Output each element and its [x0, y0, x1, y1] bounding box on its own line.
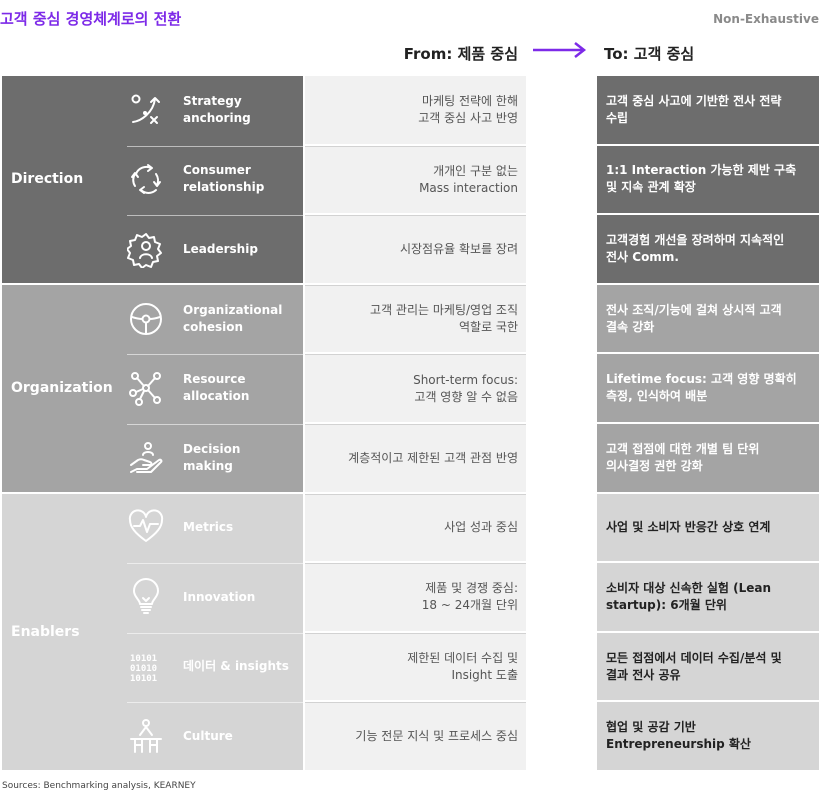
to-text: 협업 및 공감 기반 Entrepreneurship 확산	[606, 720, 751, 752]
from-cell: 기능 전문 지식 및 프로세스 중심	[305, 702, 526, 770]
group-label-organization: Organization	[11, 380, 113, 397]
row-cell	[127, 702, 303, 770]
group-block-enablers	[2, 493, 303, 770]
from-cell: 사업 성과 중심	[305, 493, 526, 562]
row-cell	[127, 632, 303, 701]
to-text: 고객 중심 사고에 기반한 전사 전략 수립	[606, 93, 782, 125]
row-cell	[127, 215, 303, 283]
from-cell: 제품 및 경쟁 중심: 18 ~ 24개월 단위	[305, 563, 526, 631]
from-cell: 고객 관리는 마케팅/영업 조직 역할로 국한	[305, 284, 526, 353]
from-text: 시장점유율 확보를 장려	[399, 241, 518, 256]
page-title: 고객 중심 경영체계로의 전환	[0, 10, 182, 28]
non-exhaustive-label: Non-Exhaustive	[713, 12, 819, 26]
row-label: Decision making	[183, 441, 241, 473]
to-text: 전사 조직/기능에 걸쳐 상시적 고객 결속 강화	[606, 302, 782, 334]
row-cell	[127, 424, 303, 492]
row-label: Resource allocation	[183, 372, 250, 404]
to-text: Lifetime focus: 고객 영향 명확히 측정, 인식하여 배분	[606, 372, 797, 404]
from-text: 사업 성과 중심	[444, 520, 518, 535]
network-nodes-icon	[127, 369, 165, 407]
row-label: Culture	[183, 728, 233, 743]
row-label: Metrics	[183, 519, 234, 534]
row-label: Strategy anchoring	[183, 93, 251, 125]
to-cell: 협업 및 공감 기반 Entrepreneurship 확산	[597, 702, 819, 770]
hand-decision-icon	[127, 439, 165, 477]
to-cell: 소비자 대상 신속한 실험 (Lean startup): 6개월 단위	[597, 563, 819, 631]
from-cell: 마케팅 전략에 한해 고객 중심 사고 반영	[305, 76, 526, 144]
steering-wheel-icon	[127, 300, 165, 338]
from-text: 제한된 데이터 수집 및 Insight 도출	[407, 651, 518, 683]
heart-pulse-icon	[127, 508, 165, 546]
to-cell: Lifetime focus: 고객 영향 명확히 측정, 인식하여 배분	[597, 354, 819, 422]
row-cell	[127, 354, 303, 422]
from-text: 기능 전문 지식 및 프로세스 중심	[355, 729, 518, 744]
people-culture-icon	[127, 717, 165, 755]
row-label: Innovation	[183, 589, 256, 604]
from-cell: 계층적이고 제한된 고객 관점 반영	[305, 424, 526, 492]
from-text: 고객 관리는 마케팅/영업 조직 역할로 국한	[370, 303, 518, 335]
cycle-arrows-icon	[127, 160, 165, 198]
strategy-icon	[127, 91, 165, 129]
to-text: 고객 접점에 대한 개별 팀 단위 의사결정 권한 강화	[606, 441, 760, 473]
to-text: 사업 및 소비자 반응간 상호 연계	[606, 519, 771, 534]
from-cell: 개개인 구분 없는 Mass interaction	[305, 145, 526, 214]
to-text: 소비자 대상 신속한 실험 (Lean startup): 6개월 단위	[606, 580, 772, 612]
to-cell: 고객경험 개선을 장려하며 지속적인 전사 Comm.	[597, 215, 819, 283]
gear-person-icon	[127, 230, 165, 268]
from-text: 제품 및 경쟁 중심: 18 ~ 24개월 단위	[421, 581, 518, 613]
sources-note: Sources: Benchmarking analysis, KEARNEY	[2, 781, 196, 791]
from-text: Short-term focus: 고객 영향 알 수 없음	[413, 372, 518, 404]
svg-text:10101: 10101	[130, 674, 157, 684]
to-text: 고객경험 개선을 장려하며 지속적인 전사 Comm.	[606, 232, 785, 264]
row-label: Consumer relationship	[183, 163, 265, 195]
to-cell: 사업 및 소비자 반응간 상호 연계	[597, 493, 819, 562]
from-header: From: 제품 중심	[403, 45, 518, 63]
to-cell: 고객 접점에 대한 개별 팀 단위 의사결정 권한 강화	[597, 424, 819, 492]
from-text: 개개인 구분 없는 Mass interaction	[419, 163, 518, 195]
arrow-right-icon	[533, 40, 589, 64]
to-header: To: 고객 중심	[604, 45, 695, 63]
svg-text:10101: 10101	[130, 654, 157, 664]
row-label: Organizational cohesion	[183, 302, 283, 334]
from-cell: 제한된 데이터 수집 및 Insight 도출	[305, 632, 526, 701]
from-cell: Short-term focus: 고객 영향 알 수 없음	[305, 354, 526, 422]
group-label-direction: Direction	[11, 171, 84, 188]
from-cell: 시장점유율 확보를 장려	[305, 215, 526, 283]
lightbulb-icon	[127, 578, 165, 616]
to-cell: 1:1 Interaction 가능한 제반 구축 및 지속 관계 확장	[597, 145, 819, 214]
svg-text:01010: 01010	[130, 664, 157, 674]
to-text: 모든 접점에서 데이터 수집/분석 및 결과 전사 공유	[606, 650, 782, 682]
row-cell	[127, 563, 303, 631]
row-label: Leadership	[183, 241, 258, 256]
group-label-enablers: Enablers	[11, 623, 80, 640]
to-text: 1:1 Interaction 가능한 제반 구축 및 지속 관계 확장	[606, 163, 797, 195]
to-cell: 전사 조직/기능에 걸쳐 상시적 고객 결속 강화	[597, 284, 819, 353]
group-block-direction	[2, 76, 303, 283]
to-cell: 고객 중심 사고에 기반한 전사 전략 수립	[597, 76, 819, 144]
row-cell	[127, 145, 303, 214]
from-text: 계층적이고 제한된 고객 관점 반영	[348, 450, 518, 465]
to-cell: 모든 접점에서 데이터 수집/분석 및 결과 전사 공유	[597, 632, 819, 701]
row-label: 데이터 & insights	[183, 659, 289, 674]
from-text: 마케팅 전략에 한해 고객 중심 사고 반영	[418, 93, 518, 125]
